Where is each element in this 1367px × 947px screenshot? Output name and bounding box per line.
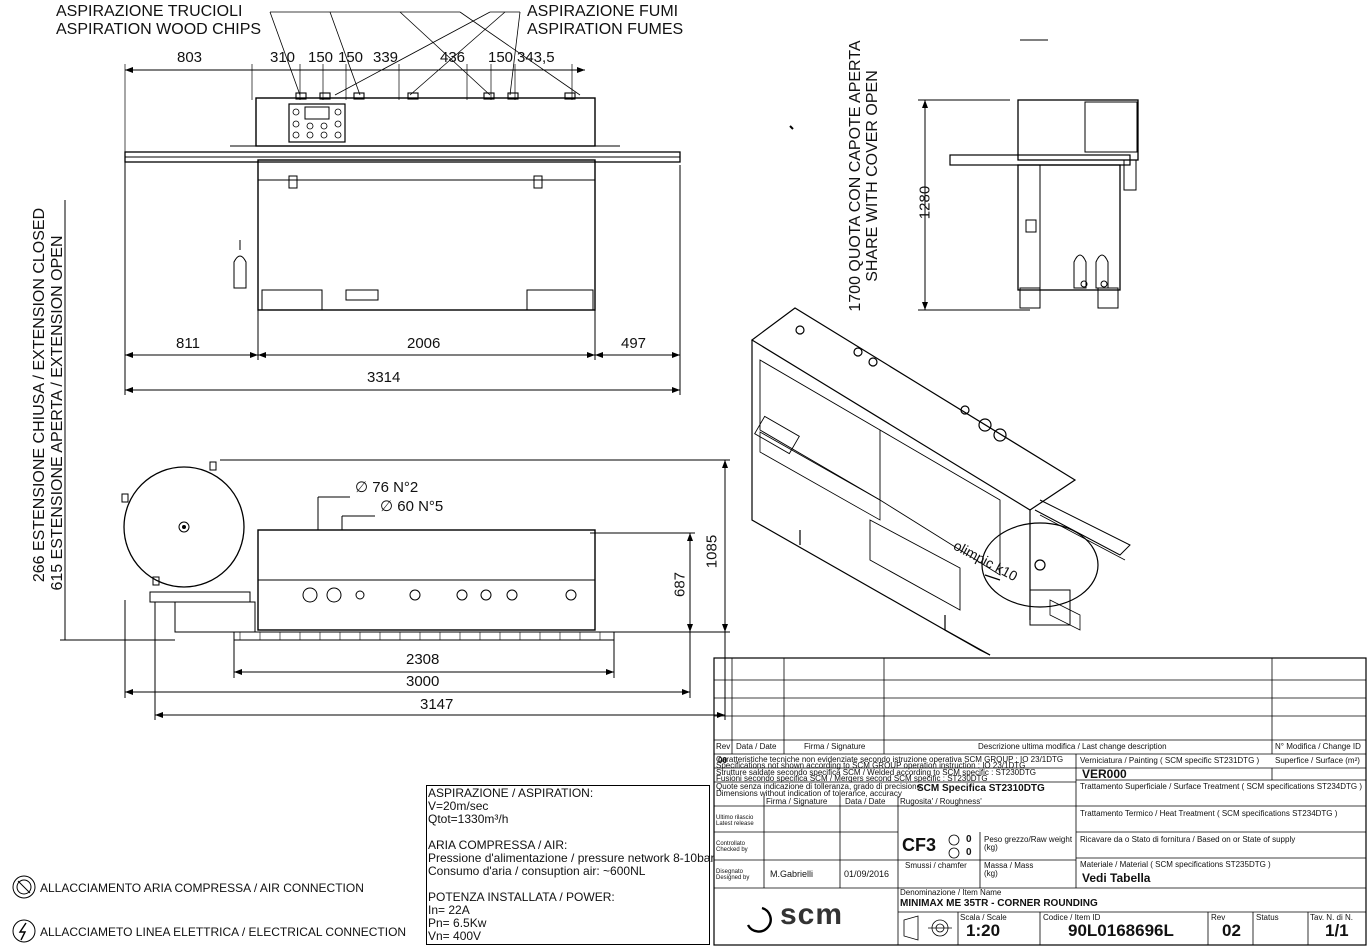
scm-logo: scm [780,898,844,931]
rev-label: Rev [1211,913,1226,922]
raw-weight-label: Peso grezzo/Raw weight (kg) [984,835,1073,852]
note-line: Pn= 6.5Kw [428,916,487,930]
item-name-label: Denominazione / Item Name [900,888,1002,897]
dim-3147: 3147 [420,696,454,713]
aspiration-fumes-title-en: ASPIRATION FUMES [527,21,684,38]
tolerance-it: Quote senza indicazione di tolleranza, g… [716,782,922,791]
sheet-value: 1/1 [1325,921,1349,940]
mass-label: Massa / Mass (kg) [984,861,1034,878]
derived-label: Ricavare da o Stato di fornitura / Based… [1080,835,1296,844]
material-value: Vedi Tabella [1082,871,1151,885]
painting-label: Verniciatura / Painting ( SCM specific S… [1080,756,1260,765]
spec-line: Strutture saldate secondo specifica SCM … [716,768,1036,777]
spec-line: Specifications not shown according to SC… [716,761,1026,770]
item-id-label: Codice / Item ID [1043,913,1101,922]
rev-value: 02 [1222,921,1241,940]
note-line: Consumo d'aria / consuption air: ~600NL [428,864,646,878]
checked-by-label: Controllato Checked by [716,841,748,853]
aspiration-chips-title-en: ASPIRATION WOOD CHIPS [56,21,262,38]
tolerance-en: Dimensions without indication of toleran… [716,789,902,798]
dim-top: 339 [373,49,399,66]
dim-top: 150 [338,49,364,66]
spec-label: SCM Specifica ST2310DTG [917,783,1045,794]
aspiration-chips-title-it: ASPIRAZIONE TRUCIOLI [56,3,243,20]
legend-icons [12,875,36,943]
scale-label: Scala / Scale [960,913,1007,922]
chamfer-val: 0 [966,834,972,845]
h-firma: Firma / Signature [766,797,828,806]
dim-2308: 2308 [406,651,440,668]
item-id: 90L0168696L [1068,921,1174,940]
dim-top: 150 [488,49,514,66]
h-desc: Descrizione ultima modifica / Last chang… [978,742,1167,751]
rev-row: 00 [718,756,727,765]
note-line: Vn= 400V [428,929,482,943]
spec-line: Fusioni secondo specifica SCM / Mergers … [716,774,988,783]
dim-1085: 1085 [703,534,721,569]
note-line: ARIA COMPRESSA / AIR: [428,838,568,852]
note-line: POTENZA INSTALLATA / POWER: [428,890,615,904]
top-view [60,200,730,720]
designed-by-label: Disegnato Designed by [716,869,750,881]
diameter-76-label: ∅ 76 N°2 [355,479,419,496]
extension-open-label: 615 ESTENSIONE APERTA / EXTENSION OPEN [49,235,66,591]
material-label: Materiale / Material ( SCM specification… [1080,860,1271,869]
dim-bottom: 811 [176,335,200,352]
spec-line: Caratteristiche tecniche non evidenziate… [716,755,1064,764]
note-line: ASPIRAZIONE / ASPIRATION: [428,786,594,800]
h-date: Data / Date [736,742,777,751]
dim-687: 687 [671,571,689,598]
painting-value: VER000 [1082,767,1127,781]
status-label: Status [1256,913,1279,922]
dim-top: 436 [440,49,466,66]
design-date: 01/09/2016 [844,869,890,879]
heat-treatment: Trattamento Termico / Heat Treatment ( S… [1080,809,1338,818]
dim-top: 310 [270,49,296,66]
dim-3000: 3000 [406,673,440,690]
dim-total: 3314 [367,369,401,386]
aspiration-fumes-title-it: ASPIRAZIONE FUMI [527,3,679,20]
h-sign: Firma / Signature [804,742,866,751]
dim-bottom: 497 [621,335,647,352]
note-line: In= 22A [428,903,470,917]
front-view [124,11,681,395]
sheet-label: Tav. N. di N. [1310,913,1353,922]
dim-top: 343,5 [517,49,555,66]
dim-top: 150 [308,49,334,66]
h-change: N° Modifica / Change ID [1275,742,1361,751]
h-data: Data / Date [845,797,886,806]
title-block-grid [713,657,1367,946]
technical-notes: ASPIRAZIONE / ASPIRATION: V=20m/sec Qtot… [426,785,715,945]
chamfer-val: 0 [966,847,972,858]
h-rev: Rev [716,742,731,751]
diameter-60-label: ∅ 60 N°5 [380,498,444,515]
roughness-label: Rugosita' / Roughness' [900,797,982,806]
air-connection-label: ALLACCIAMENTO ARIA COMPRESSA / AIR CONNE… [40,881,364,895]
item-name: MINIMAX ME 35TR - CORNER ROUNDING [900,898,1098,909]
isometric-view [750,307,1131,656]
designer-name: M.Gabrielli [770,869,814,879]
note-line: Qtot=1330m³/h [428,812,509,826]
cf3-mark: CF3 [902,835,937,855]
dim-top: 803 [177,49,203,66]
note-line: V=20m/sec [428,799,489,813]
dim-bottom: 2006 [407,335,441,352]
smussi-label: Smussi / chamfer [905,861,967,870]
note-line: Pressione d'alimentazione / pressure net… [428,851,715,865]
extension-closed-label: 266 ESTENSIONE CHIUSA / EXTENSION CLOSED [31,207,48,583]
electric-connection-label: ALLACCIAMETO LINEA ELETTRICA / ELECTRICA… [40,925,407,939]
height-dim: 1280 [916,185,934,220]
surface-label: Superfice / Surface (m²) [1275,756,1360,765]
latest-release-label: Ultimo rilascio Latest release [716,815,754,827]
side-view [789,39,1139,311]
scale-value: 1:20 [966,921,1001,940]
surface-treatment: Trattamento Superficiale / Surface Treat… [1080,782,1363,791]
cover-open-label-it: 1700 QUOTA CON CAPOTE APERTA [847,40,864,312]
cover-open-label-en: SHARE WITH COVER OPEN [864,70,881,282]
